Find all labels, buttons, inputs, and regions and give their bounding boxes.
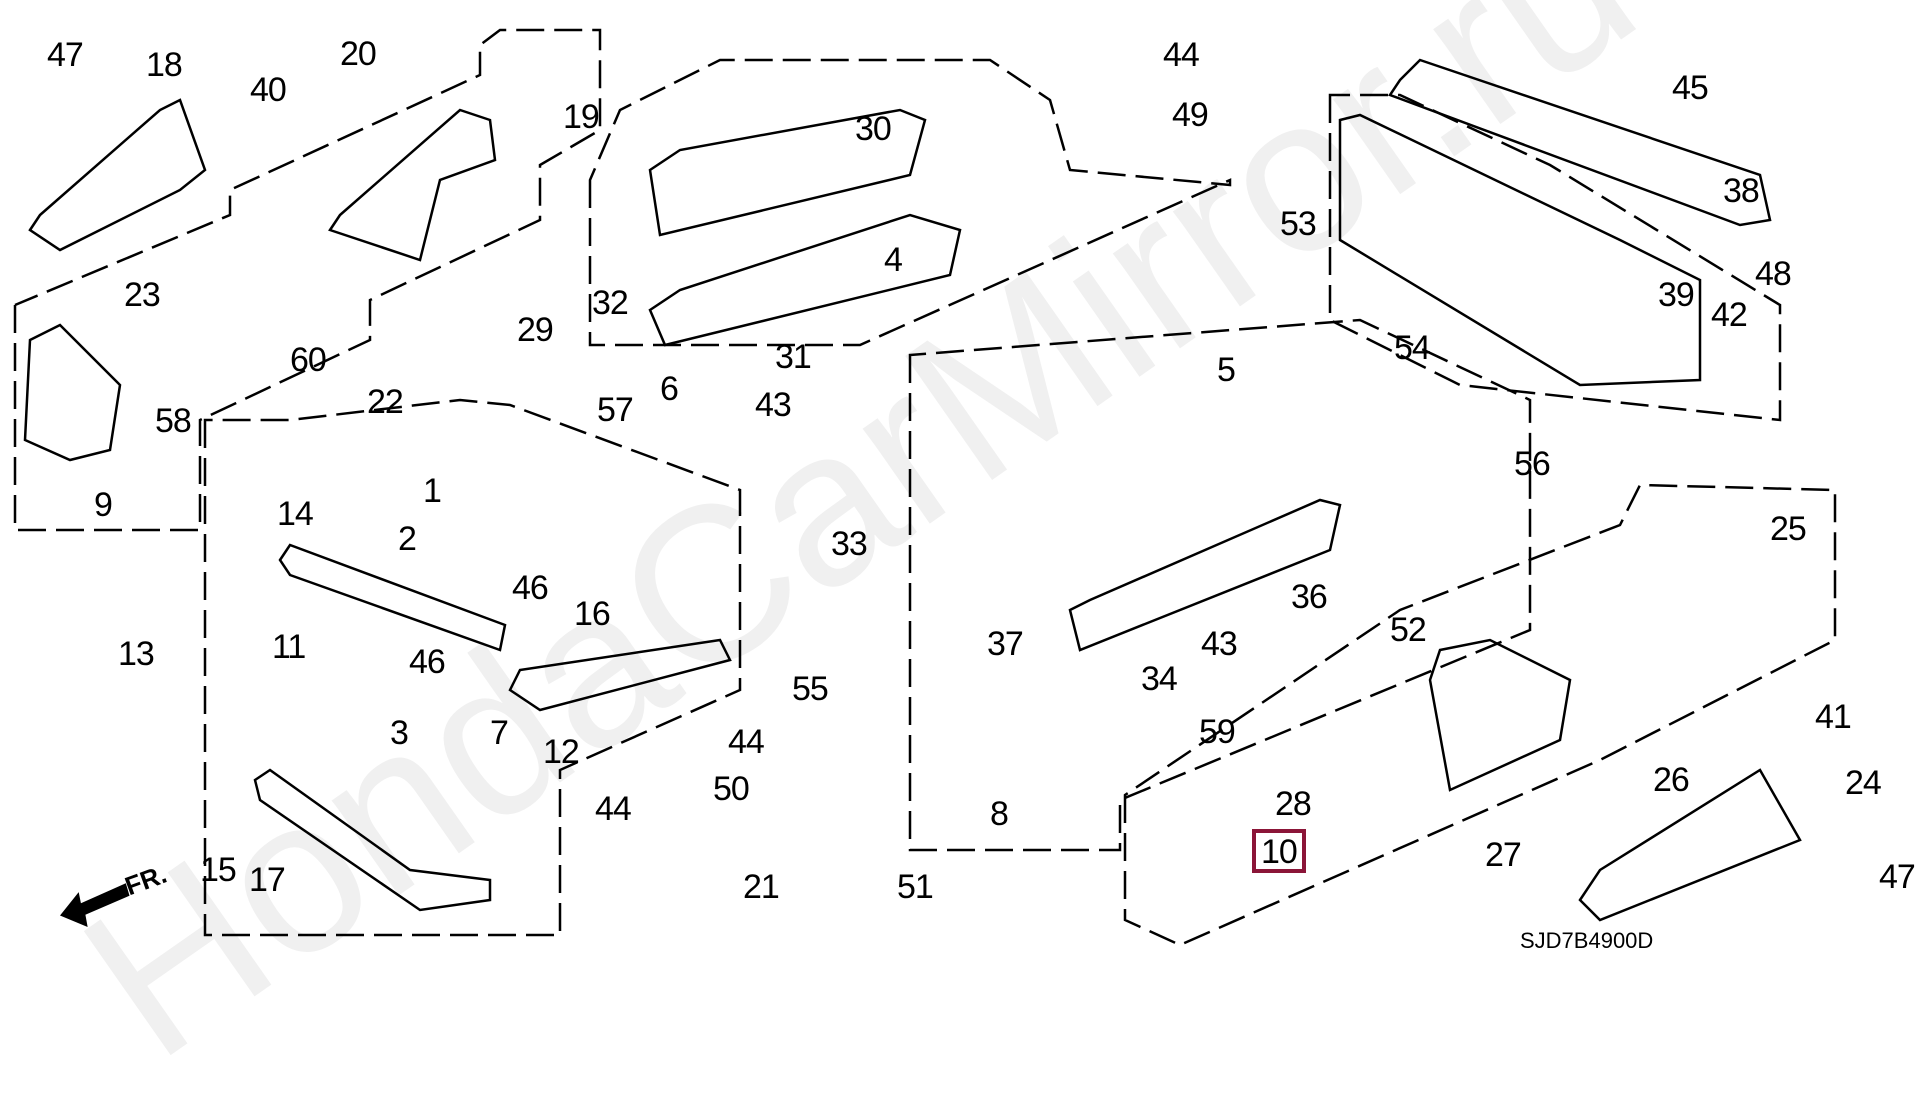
callout-9[interactable]: 9 — [94, 486, 113, 524]
part-3-sketch — [253, 768, 492, 912]
callout-52[interactable]: 52 — [1390, 611, 1427, 649]
callout-32[interactable]: 32 — [592, 284, 629, 322]
callout-3[interactable]: 3 — [390, 714, 409, 752]
callout-56[interactable]: 56 — [1514, 445, 1551, 483]
part-9-sketch — [23, 323, 122, 462]
part-38-sketch — [1388, 58, 1772, 227]
callout-13[interactable]: 13 — [118, 635, 155, 673]
callout-5[interactable]: 5 — [1217, 351, 1236, 389]
callout-50[interactable]: 50 — [713, 770, 750, 808]
callout-58[interactable]: 58 — [155, 402, 192, 440]
group-outline-13 — [203, 398, 742, 937]
callout-46[interactable]: 46 — [512, 569, 549, 607]
callout-34[interactable]: 34 — [1141, 660, 1178, 698]
callout-30[interactable]: 30 — [855, 110, 892, 148]
group-outline-29 — [588, 58, 1232, 347]
callout-21[interactable]: 21 — [743, 868, 780, 906]
callout-28[interactable]: 28 — [1275, 785, 1312, 823]
callout-54[interactable]: 54 — [1394, 329, 1431, 367]
callout-25[interactable]: 25 — [1770, 510, 1807, 548]
callout-55[interactable]: 55 — [792, 670, 829, 708]
callout-23[interactable]: 23 — [124, 276, 161, 314]
part-7-sketch — [508, 638, 732, 712]
callout-20[interactable]: 20 — [340, 35, 377, 73]
part-30-sketch — [648, 108, 927, 237]
callout-51[interactable]: 51 — [897, 868, 934, 906]
callout-44[interactable]: 44 — [1163, 36, 1200, 74]
callout-12[interactable]: 12 — [543, 733, 580, 771]
callout-40[interactable]: 40 — [250, 71, 287, 109]
callout-14[interactable]: 14 — [277, 495, 314, 533]
callout-24[interactable]: 24 — [1845, 764, 1882, 802]
callout-18[interactable]: 18 — [146, 46, 183, 84]
callout-1[interactable]: 1 — [423, 472, 442, 510]
callout-59[interactable]: 59 — [1199, 713, 1236, 751]
callout-47[interactable]: 47 — [1879, 858, 1916, 896]
callout-44[interactable]: 44 — [595, 790, 632, 828]
diagram-code: SJD7B4900D — [1520, 928, 1654, 953]
callout-4[interactable]: 4 — [884, 241, 903, 279]
callout-57[interactable]: 57 — [597, 391, 634, 429]
callout-43[interactable]: 43 — [755, 386, 792, 424]
diagram-linework — [13, 28, 1837, 947]
callout-10-highlighted[interactable]: 10 — [1252, 829, 1306, 873]
callout-15[interactable]: 15 — [200, 851, 237, 889]
callout-38[interactable]: 38 — [1723, 172, 1760, 210]
part-4-sketch — [648, 213, 962, 347]
part-18-sketch — [28, 98, 207, 252]
callout-53[interactable]: 53 — [1280, 205, 1317, 243]
part-39-sketch — [1338, 113, 1702, 387]
callout-48[interactable]: 48 — [1755, 255, 1792, 293]
callout-33[interactable]: 33 — [831, 525, 868, 563]
callout-43[interactable]: 43 — [1201, 625, 1238, 663]
part-24-sketch — [1578, 768, 1802, 922]
callout-11[interactable]: 11 — [272, 628, 306, 666]
callout-8[interactable]: 8 — [990, 795, 1009, 833]
callout-41[interactable]: 41 — [1815, 698, 1852, 736]
parts-diagram: HondaCarMirror.ru F — [13, 0, 1916, 1104]
part-22-sketch — [328, 108, 497, 262]
callout-31[interactable]: 31 — [775, 338, 812, 376]
callout-44[interactable]: 44 — [728, 723, 765, 761]
callout-36[interactable]: 36 — [1291, 578, 1328, 616]
part-27-sketch — [1428, 638, 1572, 792]
callout-19[interactable]: 19 — [563, 98, 600, 136]
group-outline-33 — [908, 318, 1532, 852]
callout-29[interactable]: 29 — [517, 311, 554, 349]
callout-26[interactable]: 26 — [1653, 761, 1690, 799]
callout-60[interactable]: 60 — [290, 341, 327, 379]
callout-16[interactable]: 16 — [574, 595, 611, 633]
part-2-sketch — [278, 543, 507, 652]
group-outline-53 — [1328, 93, 1782, 422]
callout-7[interactable]: 7 — [490, 714, 509, 752]
part-34-sketch — [1068, 498, 1342, 652]
callout-2[interactable]: 2 — [398, 520, 417, 558]
callout-27[interactable]: 27 — [1485, 836, 1522, 874]
callout-39[interactable]: 39 — [1658, 276, 1695, 314]
front-direction-arrow — [59, 883, 130, 928]
callout-47[interactable]: 47 — [47, 36, 84, 74]
group-outline-27 — [1123, 483, 1837, 947]
callout-42[interactable]: 42 — [1711, 296, 1748, 334]
callout-17[interactable]: 17 — [249, 861, 286, 899]
group-outline-22 — [13, 28, 602, 532]
callout-46[interactable]: 46 — [409, 643, 446, 681]
callout-6[interactable]: 6 — [660, 370, 679, 408]
callout-49[interactable]: 49 — [1172, 96, 1209, 134]
callout-37[interactable]: 37 — [987, 625, 1024, 663]
callout-22[interactable]: 22 — [367, 383, 404, 421]
callout-45[interactable]: 45 — [1672, 69, 1709, 107]
